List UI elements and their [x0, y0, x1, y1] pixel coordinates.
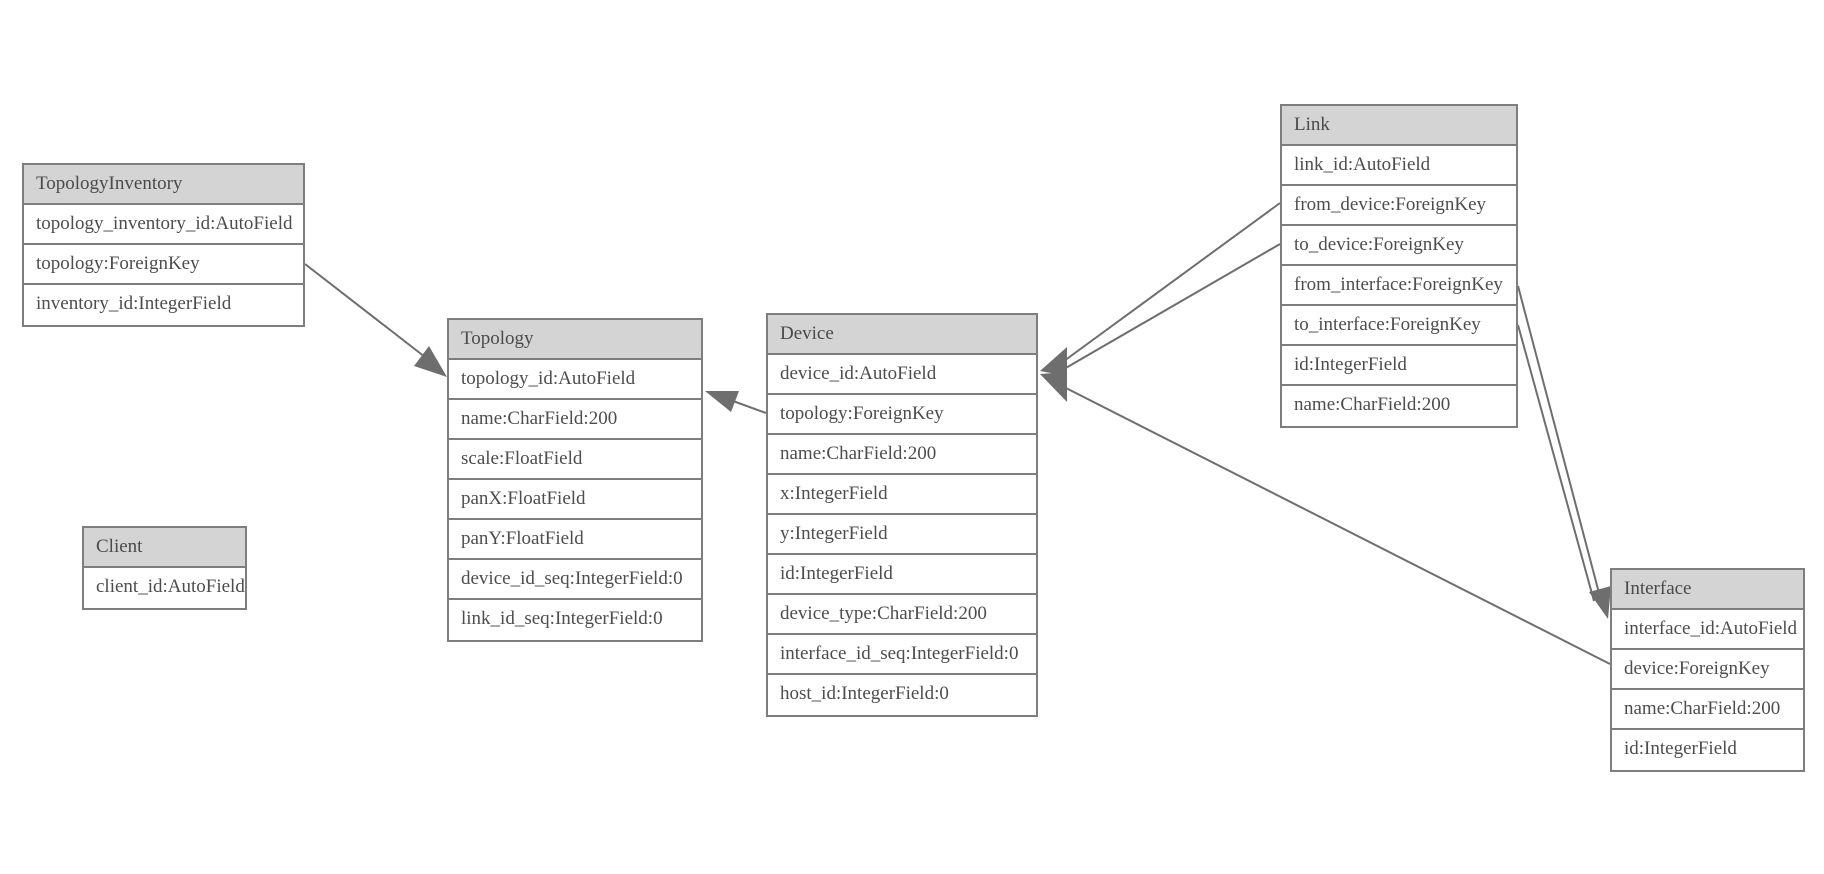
field-link-from-interface: from_interface:ForeignKey: [1282, 266, 1516, 306]
edge-topologyinventory-topology: [304, 263, 435, 365]
field-interface-name: name:CharField:200: [1612, 690, 1803, 730]
field-device-y: y:IntegerField: [768, 515, 1036, 555]
field-client-client-id: client_id:AutoField: [84, 568, 245, 608]
field-topology-panx: panX:FloatField: [449, 480, 701, 520]
field-topologyinventory-topology: topology:ForeignKey: [24, 245, 303, 285]
field-link-name: name:CharField:200: [1282, 386, 1516, 426]
arrowhead-into-device-upper: [1040, 347, 1067, 376]
table-title-client: Client: [84, 528, 245, 568]
table-title-topologyinventory: TopologyInventory: [24, 165, 303, 205]
field-device-device-id: device_id:AutoField: [768, 355, 1036, 395]
field-topology-device-id-seq: device_id_seq:IntegerField:0: [449, 560, 701, 600]
field-topology-pany: panY:FloatField: [449, 520, 701, 560]
table-title-interface: Interface: [1612, 570, 1803, 610]
arrowhead-into-interface: [1589, 586, 1611, 619]
edge-link-to_device-device: [1063, 243, 1281, 370]
field-link-link-id: link_id:AutoField: [1282, 146, 1516, 186]
field-device-id: id:IntegerField: [768, 555, 1036, 595]
field-device-host-id: host_id:IntegerField:0: [768, 675, 1036, 715]
field-interface-id: id:IntegerField: [1612, 730, 1803, 770]
field-device-topology: topology:ForeignKey: [768, 395, 1036, 435]
table-title-device: Device: [768, 315, 1036, 355]
edge-link-to_interface-interface: [1517, 324, 1595, 602]
field-device-interface-id-seq: interface_id_seq:IntegerField:0: [768, 635, 1036, 675]
table-title-link: Link: [1282, 106, 1516, 146]
table-title-topology: Topology: [449, 320, 701, 360]
edge-link-from_interface-interface: [1517, 285, 1600, 594]
field-topology-link-id-seq: link_id_seq:IntegerField:0: [449, 600, 701, 640]
field-link-to-device: to_device:ForeignKey: [1282, 226, 1516, 266]
field-topology-topology-id: topology_id:AutoField: [449, 360, 701, 400]
edge-interface-device-device: [1061, 385, 1611, 665]
arrowhead-into-topology-left: [414, 346, 447, 377]
field-device-x: x:IntegerField: [768, 475, 1036, 515]
edge-link-from_device-device: [1063, 202, 1281, 362]
field-topology-name: name:CharField:200: [449, 400, 701, 440]
arrowhead-into-topology-right: [705, 391, 739, 412]
field-link-from-device: from_device:ForeignKey: [1282, 186, 1516, 226]
field-link-id: id:IntegerField: [1282, 346, 1516, 386]
field-device-device-type: device_type:CharField:200: [768, 595, 1036, 635]
field-link-to-interface: to_interface:ForeignKey: [1282, 306, 1516, 346]
field-topologyinventory-topology-inventory-id: topology_inventory_id:AutoField: [24, 205, 303, 245]
field-topology-scale: scale:FloatField: [449, 440, 701, 480]
field-interface-interface-id: interface_id:AutoField: [1612, 610, 1803, 650]
field-device-name: name:CharField:200: [768, 435, 1036, 475]
edge-device-topology: [732, 400, 767, 414]
field-interface-device: device:ForeignKey: [1612, 650, 1803, 690]
field-topologyinventory-inventory-id: inventory_id:IntegerField: [24, 285, 303, 325]
arrowhead-into-device-lower: [1040, 372, 1067, 402]
